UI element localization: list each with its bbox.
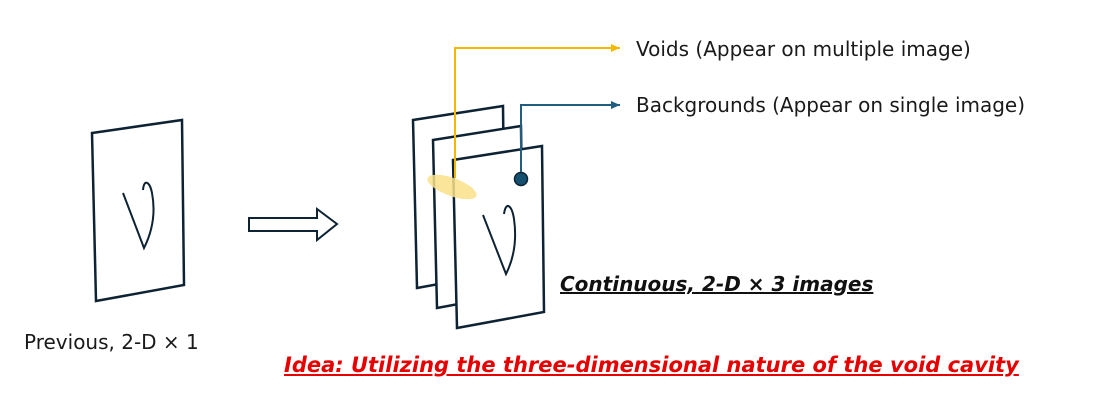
backgrounds-leader-line — [520, 101, 620, 172]
single-slice-void-sketch — [122, 181, 155, 251]
previous-caption: Previous, 2-D × 1 — [24, 330, 199, 354]
voids-label: Voids (Appear on multiple image) — [636, 37, 971, 61]
background-dot — [513, 171, 529, 187]
backgrounds-label: Backgrounds (Appear on single image) — [636, 93, 1026, 117]
single-slice — [90, 118, 186, 303]
void-highlight — [427, 174, 477, 200]
slice-front — [451, 144, 546, 330]
slice-front-void-sketch — [482, 205, 517, 277]
continuous-caption: Continuous, 2-D × 3 images — [560, 272, 874, 296]
transition-arrow — [248, 207, 339, 243]
idea-caption: Idea: Utilizing the three-dimensional na… — [284, 353, 1019, 377]
voids-leader-line — [454, 44, 620, 178]
slice-stack — [411, 104, 546, 330]
single-slice-frame — [90, 118, 186, 303]
